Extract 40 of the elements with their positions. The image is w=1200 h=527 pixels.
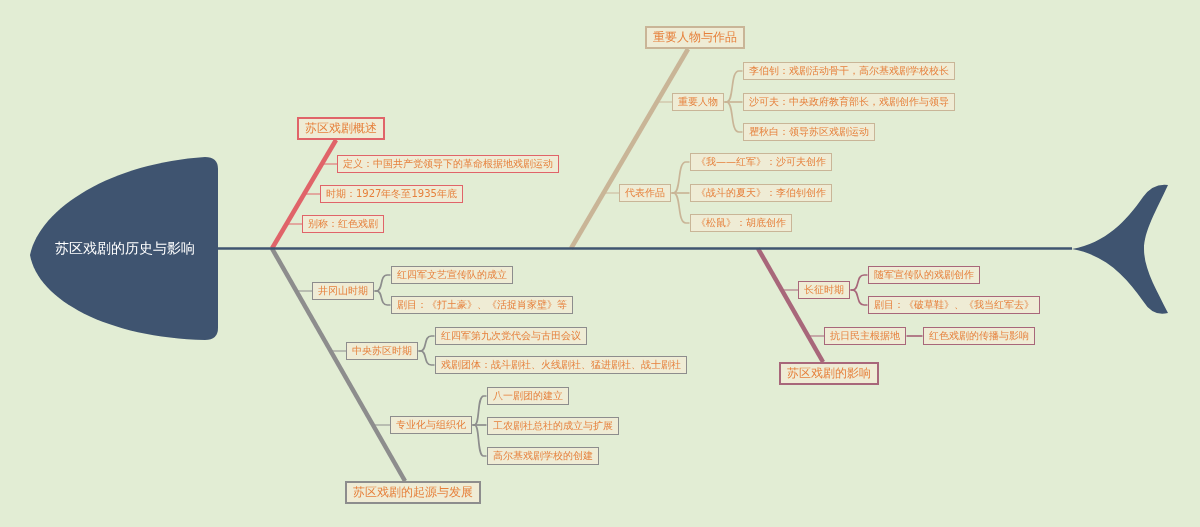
main-topic-box: 苏区戏剧的起源与发展 <box>345 481 481 504</box>
detail-box: 瞿秋白：领导苏区戏剧运动 <box>743 123 875 141</box>
bone-line <box>569 47 690 250</box>
detail-box: 工农剧社总社的成立与扩展 <box>487 417 619 435</box>
detail-box: 沙可夫：中央政府教育部长，戏剧创作与领导 <box>743 93 955 111</box>
subtopic-box: 代表作品 <box>619 184 671 202</box>
subtopic-box: 长征时期 <box>798 281 850 299</box>
fish-head: 苏区戏剧的历史与影响 <box>28 155 218 342</box>
subtopic-box: 专业化与组织化 <box>390 416 472 434</box>
subtopic-box: 定义：中国共产党领导下的革命根据地戏剧运动 <box>337 155 559 173</box>
main-topic-box: 苏区戏剧的影响 <box>779 362 879 385</box>
subtopic-box: 井冈山时期 <box>312 282 374 300</box>
subtopic-box: 重要人物 <box>672 93 724 111</box>
detail-box: 剧目：《打土豪》、《活捉肖家壁》等 <box>391 296 573 314</box>
detail-box: 高尔基戏剧学校的创建 <box>487 447 599 465</box>
subtopic-box: 别称：红色戏剧 <box>302 215 384 233</box>
subtopic-box: 时期：1927年冬至1935年底 <box>320 185 463 203</box>
detail-box: 李伯钊：戏剧活动骨干，高尔基戏剧学校校长 <box>743 62 955 80</box>
bone-line <box>270 138 338 250</box>
detail-box: 红色戏剧的传播与影响 <box>923 327 1035 345</box>
detail-box: 《松鼠》：胡底创作 <box>690 214 792 232</box>
detail-box: 红四军第九次党代会与古田会议 <box>435 327 587 345</box>
fish-spine <box>218 247 1072 250</box>
main-topic-box: 苏区戏剧概述 <box>297 117 385 140</box>
detail-box: 戏剧团体：战斗剧社、火线剧社、猛进剧社、战士剧社 <box>435 356 687 374</box>
main-topic-box: 重要人物与作品 <box>645 26 745 49</box>
bone-line <box>756 247 825 364</box>
branch-line <box>849 289 869 306</box>
detail-box: 八一剧团的建立 <box>487 387 569 405</box>
branch-line <box>373 290 392 306</box>
detail-box: 《战斗的夏天》：李伯钊创作 <box>690 184 832 202</box>
branch-line <box>417 350 436 366</box>
detail-box: 随军宣传队的戏剧创作 <box>868 266 980 284</box>
subtopic-box: 中央苏区时期 <box>346 342 418 360</box>
detail-box: 剧目：《破草鞋》、《我当红军去》 <box>868 296 1040 314</box>
detail-box: 红四军文艺宣传队的成立 <box>391 266 513 284</box>
branch-line <box>905 335 924 337</box>
detail-box: 《我——红军》：沙可夫创作 <box>690 153 832 171</box>
subtopic-box: 抗日民主根据地 <box>824 327 906 345</box>
bone-line <box>270 247 407 483</box>
